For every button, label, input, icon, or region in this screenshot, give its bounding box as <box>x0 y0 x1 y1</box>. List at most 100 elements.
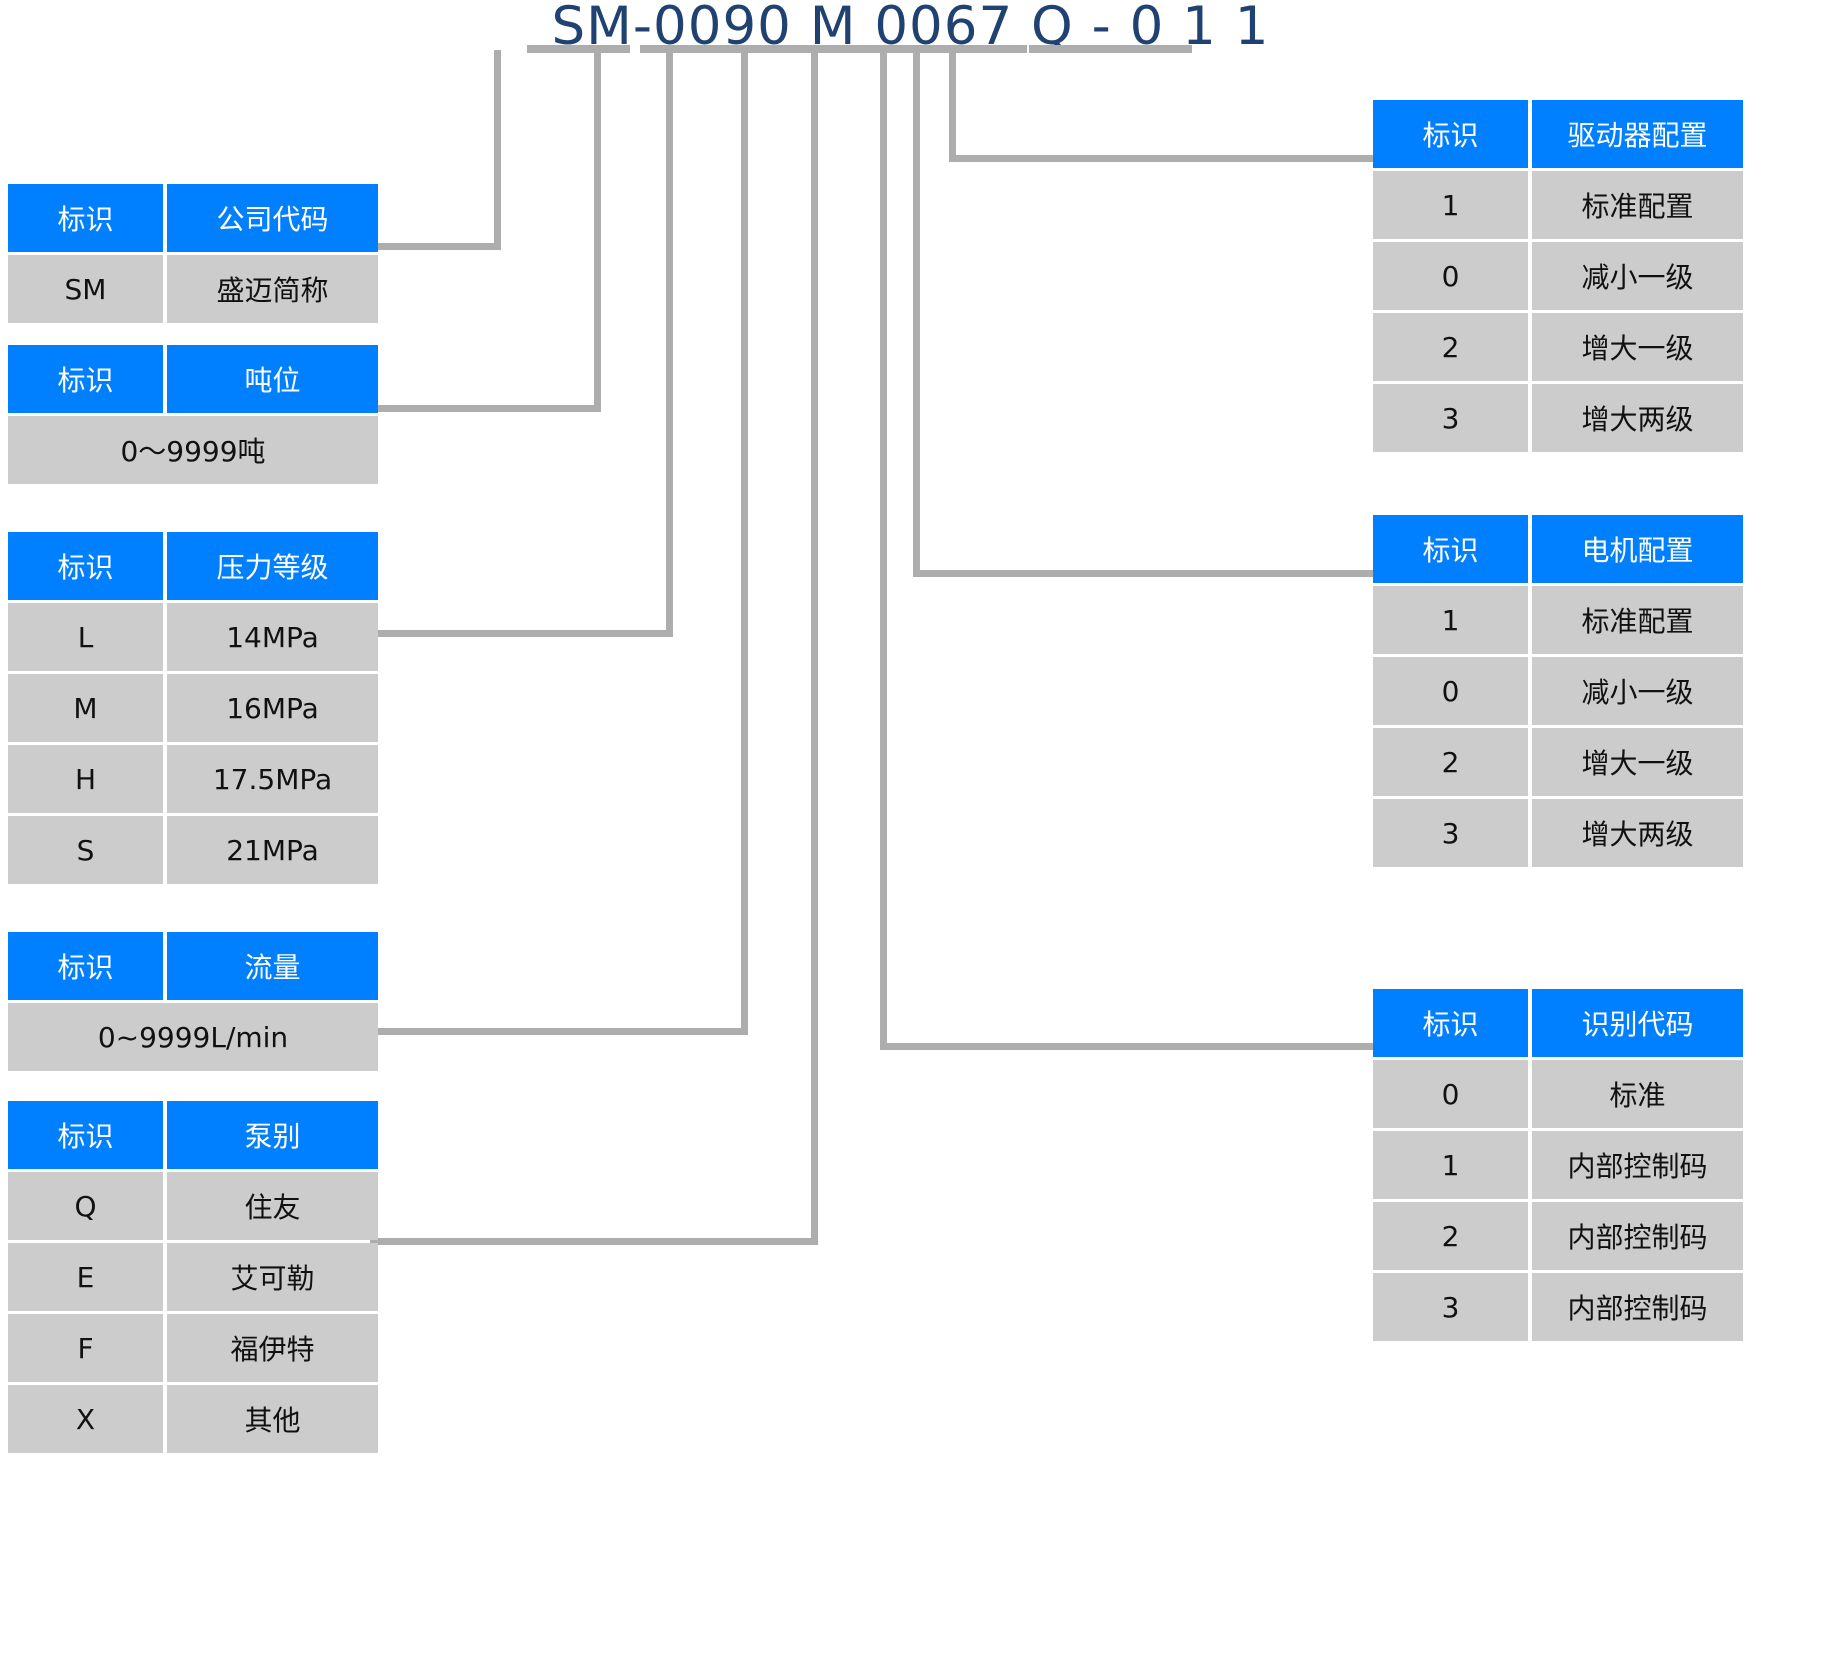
tick-pump <box>955 45 1027 53</box>
cell-value: 内部控制码 <box>1532 1273 1743 1341</box>
connector-flow-vertical <box>741 50 748 1035</box>
header-value: 吨位 <box>167 345 378 413</box>
cell-value: 福伊特 <box>167 1314 378 1382</box>
header-value: 压力等级 <box>167 532 378 600</box>
cell-value: 17.5MPa <box>167 745 378 813</box>
header-id: 标识 <box>1373 100 1528 168</box>
tick-driver <box>1120 45 1192 53</box>
header-value: 驱动器配置 <box>1532 100 1743 168</box>
cell-value: 增大一级 <box>1532 728 1743 796</box>
table-row: 1 内部控制码 <box>1373 1131 1743 1199</box>
table-row: H 17.5MPa <box>8 745 378 813</box>
cell-id: 2 <box>1373 1202 1528 1270</box>
cell-value: 艾可勒 <box>167 1243 378 1311</box>
connector-ident-horizontal <box>880 1043 1377 1050</box>
header-value: 识别代码 <box>1532 989 1743 1057</box>
header-value: 泵别 <box>167 1101 378 1169</box>
table-row: 3 内部控制码 <box>1373 1273 1743 1341</box>
cell-id: 0 <box>1373 242 1528 310</box>
cell-id: M <box>8 674 163 742</box>
table-row: 0 减小一级 <box>1373 242 1743 310</box>
connector-flow-horizontal <box>370 1028 748 1035</box>
table-row-header: 标识 吨位 <box>8 345 378 413</box>
cell-value: 标准配置 <box>1532 586 1743 654</box>
table-driver-config: 标识 驱动器配置 1 标准配置 0 减小一级 2 增大一级 3 增大两级 <box>1373 100 1743 452</box>
connector-pressure-vertical <box>666 50 673 637</box>
tick-ident <box>1029 45 1101 53</box>
header-value: 公司代码 <box>167 184 378 252</box>
connector-tonnage-horizontal <box>370 405 601 412</box>
table-row: 3 增大两级 <box>1373 384 1743 452</box>
cell-id: S <box>8 816 163 884</box>
header-id: 标识 <box>8 932 163 1000</box>
cell-value: 减小一级 <box>1532 657 1743 725</box>
table-company-code: 标识 公司代码 SM 盛迈简称 <box>8 184 378 323</box>
cell-value: 增大两级 <box>1532 384 1743 452</box>
cell-id: 1 <box>1373 171 1528 239</box>
table-row: Q 住友 <box>8 1172 378 1240</box>
table-tonnage: 标识 吨位 0〜9999吨 <box>8 345 378 484</box>
table-row: S 21MPa <box>8 816 378 884</box>
tick-tonnage <box>640 45 792 53</box>
cell-value: 住友 <box>167 1172 378 1240</box>
table-identification-code: 标识 识别代码 0 标准 1 内部控制码 2 内部控制码 3 内部控制码 <box>1373 989 1743 1341</box>
connector-driver-vertical <box>949 50 956 162</box>
cell-id: 1 <box>1373 586 1528 654</box>
table-row-header: 标识 识别代码 <box>1373 989 1743 1057</box>
cell-value: 增大两级 <box>1532 799 1743 867</box>
table-row: 2 增大一级 <box>1373 313 1743 381</box>
table-row: 0~9999L/min <box>8 1003 378 1071</box>
connector-tonnage-vertical <box>594 50 601 412</box>
cell-id: SM <box>8 255 163 323</box>
cell-id: 0 <box>1373 657 1528 725</box>
tick-motor <box>1080 45 1147 53</box>
table-row: SM 盛迈简称 <box>8 255 378 323</box>
cell-id: 1 <box>1373 1131 1528 1199</box>
connector-pressure-horizontal <box>370 630 673 637</box>
table-row: 1 标准配置 <box>1373 586 1743 654</box>
table-row-header: 标识 压力等级 <box>8 532 378 600</box>
tick-company <box>527 45 630 53</box>
cell-id: X <box>8 1385 163 1453</box>
header-id: 标识 <box>8 184 163 252</box>
connector-motor-horizontal <box>913 570 1377 577</box>
connector-company-horizontal <box>370 243 501 250</box>
table-row: L 14MPa <box>8 603 378 671</box>
connector-ident-vertical <box>880 50 887 1050</box>
table-row: 2 内部控制码 <box>1373 1202 1743 1270</box>
cell-id: Q <box>8 1172 163 1240</box>
table-row: 0 标准 <box>1373 1060 1743 1128</box>
cell-id: F <box>8 1314 163 1382</box>
cell-value: 内部控制码 <box>1532 1131 1743 1199</box>
connector-company-vertical <box>494 50 501 250</box>
tick-flow <box>818 45 971 53</box>
table-row-header: 标识 流量 <box>8 932 378 1000</box>
cell-id: H <box>8 745 163 813</box>
table-pressure-grade: 标识 压力等级 L 14MPa M 16MPa H 17.5MPa S 21MP… <box>8 532 378 884</box>
cell-id: 3 <box>1373 1273 1528 1341</box>
cell-value: 盛迈简称 <box>167 255 378 323</box>
connector-pump-vertical <box>811 50 818 1245</box>
table-row: E 艾可勒 <box>8 1243 378 1311</box>
table-row-header: 标识 电机配置 <box>1373 515 1743 583</box>
table-row: F 福伊特 <box>8 1314 378 1382</box>
table-row: 1 标准配置 <box>1373 171 1743 239</box>
cell-merged-value: 0〜9999吨 <box>8 416 378 484</box>
table-flow: 标识 流量 0~9999L/min <box>8 932 378 1071</box>
table-row: 0〜9999吨 <box>8 416 378 484</box>
cell-value: 内部控制码 <box>1532 1202 1743 1270</box>
cell-value: 标准配置 <box>1532 171 1743 239</box>
cell-id: 0 <box>1373 1060 1528 1128</box>
cell-value: 14MPa <box>167 603 378 671</box>
connector-motor-vertical <box>913 50 920 577</box>
table-row-header: 标识 驱动器配置 <box>1373 100 1743 168</box>
cell-merged-value: 0~9999L/min <box>8 1003 378 1071</box>
table-row-header: 标识 公司代码 <box>8 184 378 252</box>
cell-value: 21MPa <box>167 816 378 884</box>
table-row: 3 增大两级 <box>1373 799 1743 867</box>
tick-pressure <box>760 45 832 53</box>
cell-value: 标准 <box>1532 1060 1743 1128</box>
cell-id: 2 <box>1373 728 1528 796</box>
cell-value: 其他 <box>167 1385 378 1453</box>
